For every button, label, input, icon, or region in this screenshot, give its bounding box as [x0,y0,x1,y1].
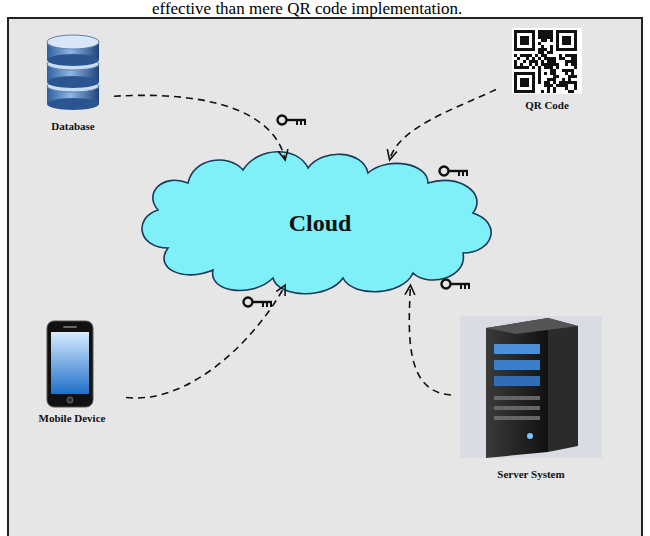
node-label: Server System [451,468,611,480]
body-text: effective than mere QR code implementati… [152,0,462,17]
server-system-node: Server System [451,310,611,480]
database-icon [47,35,99,110]
server-icon [460,316,602,458]
qr-code-node: QR Code [496,25,598,111]
cloud-label: Cloud [146,209,494,236]
node-label: Mobile Device [18,412,126,424]
dashed-arrow [409,285,451,395]
cloud-node: Cloud [146,160,494,285]
database-node: Database [32,30,114,132]
dashed-arrow [126,285,285,398]
frame [8,18,642,536]
node-label: Database [32,120,114,132]
dashed-arrow [390,90,496,161]
mobile-device-node: Mobile Device [18,318,126,424]
qr-code-icon [512,28,582,94]
mobile-icon [47,321,93,407]
dashed-arrow [114,95,285,160]
node-label: QR Code [496,99,598,111]
